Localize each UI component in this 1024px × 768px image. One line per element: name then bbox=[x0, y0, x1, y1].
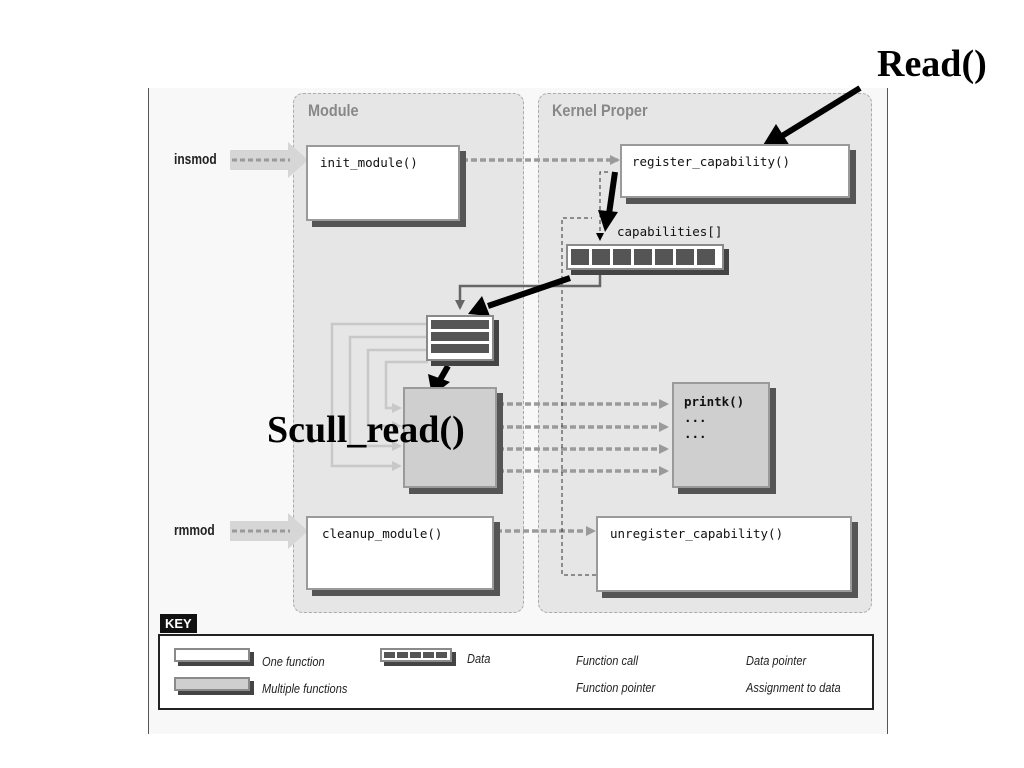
printk-dots-1: ... bbox=[684, 410, 707, 425]
scull-functions-box bbox=[403, 387, 497, 488]
scull-read-annotation: Scull_read() bbox=[267, 409, 465, 451]
assignment-unregister bbox=[561, 217, 596, 576]
unregister-capability-label: unregister_capability() bbox=[610, 526, 784, 541]
module-region-title: Module bbox=[308, 101, 359, 120]
key-multiple-functions-swatch bbox=[174, 677, 250, 691]
key-data-swatch bbox=[380, 648, 452, 662]
key-data-label: Data bbox=[467, 651, 491, 666]
capability-data-pointer bbox=[455, 270, 602, 310]
init-module-box: init_module() bbox=[306, 145, 460, 221]
rmmod-arrow bbox=[230, 513, 308, 549]
fops-table bbox=[426, 315, 494, 361]
key-one-function-swatch bbox=[174, 648, 250, 662]
printk-label: printk() bbox=[684, 394, 745, 409]
key-data-pointer-label: Data pointer bbox=[746, 653, 807, 668]
annotation-arrow-read bbox=[760, 85, 862, 150]
key-box bbox=[158, 634, 874, 710]
function-pointer-1 bbox=[330, 322, 428, 471]
key-multiple-functions-label: Multiple functions bbox=[262, 681, 348, 696]
function-pointer-3 bbox=[366, 348, 428, 431]
register-capability-box: register_capability() bbox=[620, 144, 850, 198]
key-title: KEY bbox=[160, 614, 197, 633]
annotation-arrow-register-down bbox=[598, 171, 618, 232]
cleanup-module-label: cleanup_module() bbox=[322, 526, 443, 541]
insmod-arrow bbox=[230, 142, 308, 178]
key-function-pointer-label: Function pointer bbox=[576, 680, 656, 695]
kernel-region-title: Kernel Proper bbox=[552, 101, 648, 120]
init-module-label: init_module() bbox=[320, 155, 418, 170]
register-capability-label: register_capability() bbox=[632, 154, 791, 169]
printk-dots-2: ... bbox=[684, 426, 707, 441]
function-pointer-4 bbox=[384, 360, 428, 413]
cleanup-module-box: cleanup_module() bbox=[306, 516, 494, 590]
capabilities-label: capabilities[] bbox=[617, 224, 723, 239]
key-one-function-label: One function bbox=[262, 654, 325, 669]
insmod-label: insmod bbox=[174, 151, 217, 168]
printk-box: printk() ... ... bbox=[672, 382, 770, 488]
read-annotation: Read() bbox=[877, 43, 987, 85]
function-pointer-2 bbox=[348, 335, 428, 451]
rmmod-label: rmmod bbox=[174, 522, 215, 539]
key-function-call-label: Function call bbox=[576, 653, 639, 668]
unregister-capability-box: unregister_capability() bbox=[596, 516, 852, 592]
capabilities-array bbox=[566, 244, 724, 270]
key-assignment-label: Assignment to data bbox=[746, 680, 841, 695]
annotation-arrow-to-table bbox=[468, 275, 571, 316]
assignment-register bbox=[596, 171, 608, 241]
